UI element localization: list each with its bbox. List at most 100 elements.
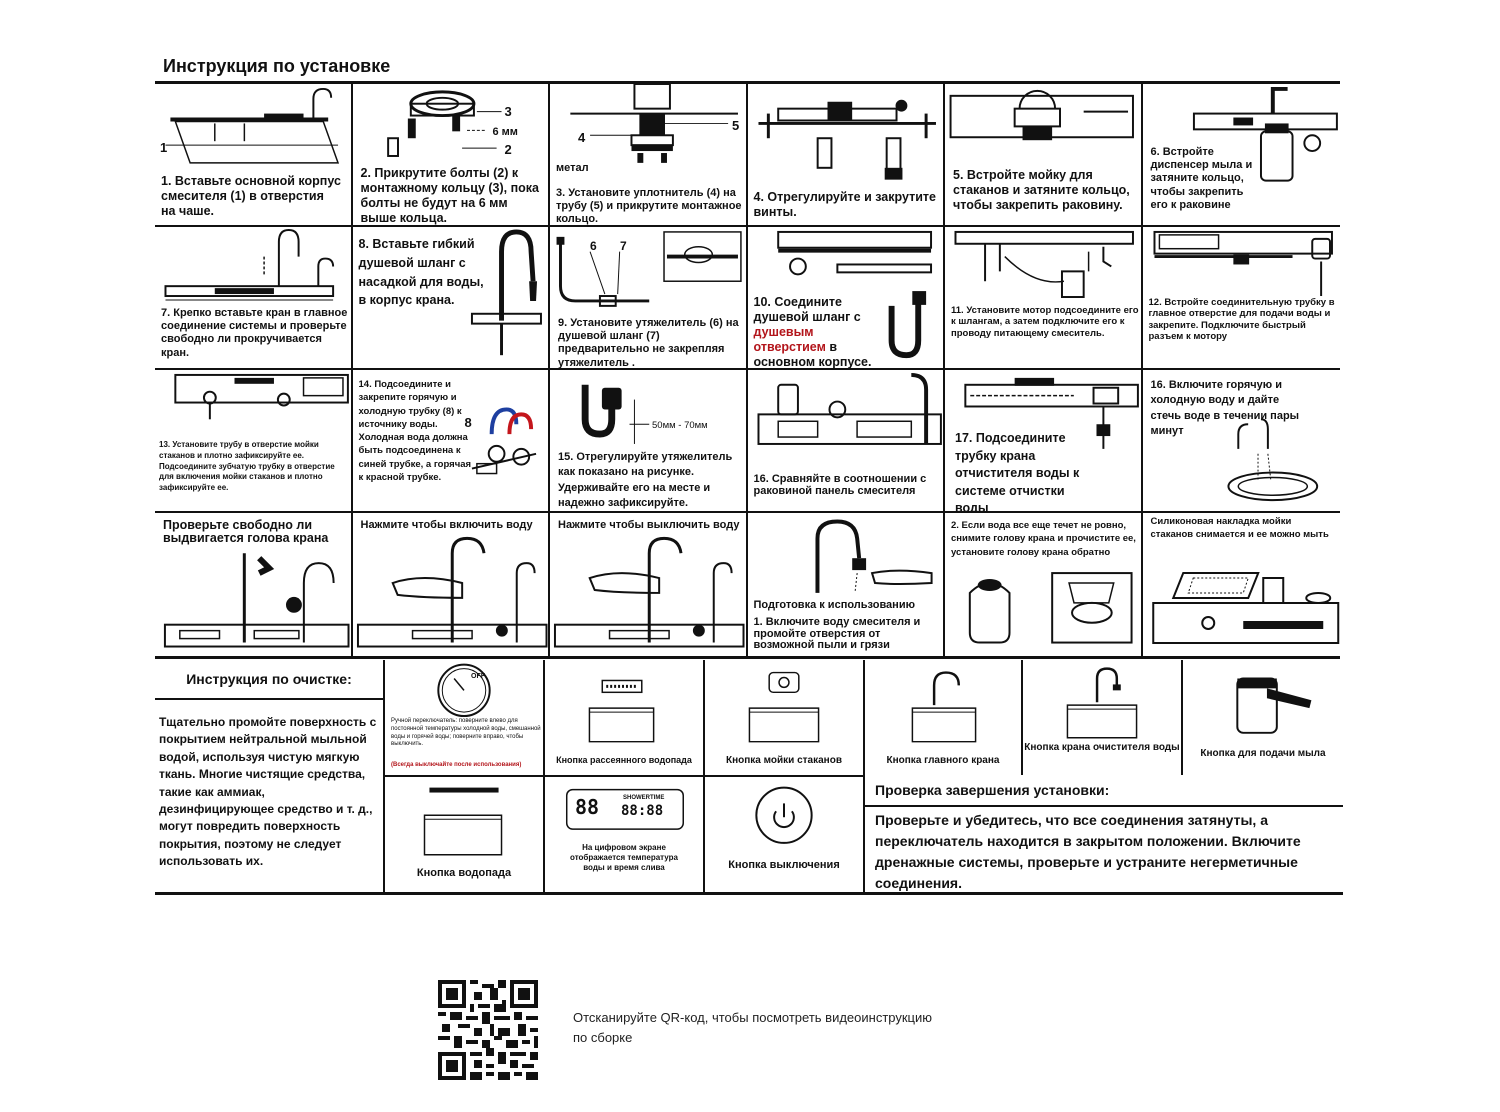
clean-head-illustration — [968, 572, 1133, 644]
cleaning-title: Инструкция по очистке: — [155, 660, 383, 700]
part-label-1: 1 — [160, 140, 168, 155]
step-12-text: 12. Встройте соединительную трубку в гла… — [1148, 297, 1335, 343]
step-12: 12. Встройте соединительную трубку в гла… — [1142, 227, 1340, 370]
connecting-tube-illustration — [1153, 230, 1333, 297]
step-7-text: 7. Крепко вставьте кран в главное соедин… — [161, 307, 348, 359]
soap-button-label: Кнопка для подачи мыла — [1200, 748, 1326, 759]
dimension-label: 50мм - 70мм — [652, 420, 708, 431]
step-10-text-red: душевым отверстием — [753, 325, 826, 354]
turn-off-water-text: Нажмите чтобы выключить воду — [558, 519, 740, 531]
display-digits: 88 — [575, 795, 600, 819]
step-10-text-b: в основном корпусе. — [753, 340, 872, 369]
part-label-5: 5 — [732, 118, 740, 133]
step-10-text: 10. Соедините душевой шланг с душевым от… — [753, 295, 884, 369]
check-head: Проверьте свободно ли выдвигается голова… — [155, 513, 353, 656]
qr-code[interactable] — [438, 980, 538, 1080]
off-button-label: Кнопка выключения — [728, 859, 840, 871]
panel-align-illustration — [757, 372, 942, 445]
turn-on-water: Нажмите чтобы включить воду — [353, 513, 550, 656]
weight-adjust-illustration — [581, 384, 650, 444]
soap-button-cell: Кнопка для подачи мыла — [1181, 660, 1343, 775]
screws-adjust-illustration — [757, 99, 936, 180]
prepare-use-text: 1. Включите воду смесителя и промойте от… — [753, 616, 921, 652]
step-8: 8. Вставьте гибкий душевой шланг с насад… — [352, 227, 550, 370]
part-label-6mm: 6 мм — [492, 126, 518, 138]
purifier-tap-button-cell: Кнопка крана очистителя воды — [1021, 660, 1181, 775]
weight-hose-illustration — [556, 231, 742, 307]
step-10-text-a: 10. Соедините душевой шланг с — [753, 295, 861, 324]
manual-switch-cell: OFF Ручной переключатель: поверните влев… — [383, 660, 543, 775]
part-label-8: 8 — [464, 415, 472, 430]
step-9: 6 7 9. Установите утяжелитель (6) на душ… — [550, 227, 748, 370]
hand-off-illustration — [553, 536, 745, 648]
water-run-illustration — [1226, 418, 1318, 502]
step-11-text: 11. Установите мотор подсоедините его к … — [951, 305, 1139, 339]
hot-cold-pipes-illustration — [471, 407, 536, 475]
qr-caption-line-1: Отсканируйте QR-код, чтобы посмотреть ви… — [573, 1010, 932, 1025]
qr-caption: Отсканируйте QR-код, чтобы посмотреть ви… — [573, 1008, 932, 1048]
final-check-text: Проверьте и убедитесь, что все соединени… — [875, 812, 1301, 891]
part-label-2: 2 — [504, 142, 512, 157]
waterfall-button-cell: Кнопка водопада — [383, 775, 543, 895]
step-14-text: 14. Подсоедините и закрепите горячую и х… — [358, 379, 472, 484]
soap-pump-icon — [1236, 677, 1312, 734]
step-1: 1 1. Вставьте основной корпус смесителя … — [155, 84, 353, 227]
step-18: 16. Включите горячую и холодную воду и д… — [1142, 370, 1340, 513]
prepare-use: Подготовка к использованию 1. Включите в… — [748, 513, 945, 656]
step-13: 13. Установите трубу в отверстие мойки с… — [155, 370, 353, 513]
qr-caption-line-2: по сборке — [573, 1030, 633, 1046]
step-14: 8 14. Подсоедините и закрепите горячую и… — [352, 370, 550, 513]
step-2: 3 6 мм 2 2. Прикрутите болты (2) к монта… — [352, 84, 550, 227]
faucet-insert-illustration — [164, 228, 335, 301]
step-1-text: 1. Вставьте основной корпус смесителя (1… — [161, 174, 341, 218]
step-5: 5. Встройте мойку для стаканов и затянит… — [945, 84, 1143, 227]
step-7: 7. Крепко вставьте кран в главное соедин… — [155, 227, 353, 370]
part-label-7: 7 — [620, 239, 627, 253]
switch-off-label: OFF — [471, 673, 485, 680]
soap-dispenser-illustration — [1192, 86, 1338, 182]
step-3-text: 3. Установите уплотнитель (4) на трубу (… — [556, 187, 742, 226]
display-digits-2: 88:88 — [621, 803, 664, 819]
step-6: 6. Встройте диспенсер мыла и затяните ко… — [1142, 84, 1340, 227]
silicone-cover-text: Силиконовая накладка мойки стаканов сним… — [1150, 516, 1329, 541]
step-8-text: 8. Вставьте гибкий душевой шланг с насад… — [358, 237, 484, 308]
display-text: На цифровом экране отображается температ… — [570, 843, 678, 872]
pull-out-head-illustration — [163, 553, 350, 648]
hand-on-illustration — [356, 536, 548, 648]
scatter-waterfall-icon — [588, 679, 655, 743]
prepare-use-title: Подготовка к использованию — [753, 599, 915, 611]
step-15: 50мм - 70мм 15. Отрегулируйте утяжелител… — [550, 370, 748, 513]
step-13-text: 13. Установите трубу в отверстие мойки с… — [159, 440, 335, 493]
check-head-text: Проверьте свободно ли выдвигается голова… — [163, 518, 329, 546]
step-4: 4. Отрегулируйте и закрутите винты. — [747, 84, 945, 227]
step-18-text: 16. Включите горячую и холодную воду и д… — [1150, 379, 1300, 438]
display-cell: 88 SHOWERTIME 88:88 На цифровом экране о… — [543, 775, 703, 895]
turn-off-water: Нажмите чтобы выключить воду — [550, 513, 748, 656]
main-tap-icon — [911, 671, 977, 743]
step-2-text: 2. Прикрутите болты (2) к монтажному кол… — [360, 166, 540, 225]
clean-head-text: 2. Если вода все еще течет не ровно, сни… — [951, 520, 1136, 558]
step-15-text: 15. Отрегулируйте утяжелитель как показа… — [558, 451, 733, 510]
step-10: 10. Соедините душевой шланг с душевым от… — [747, 227, 945, 370]
scatter-button-label: Кнопка рассеянного водопада — [556, 755, 692, 765]
silicone-cover: Силиконовая накладка мойки стаканов сним… — [1143, 513, 1341, 656]
part-label-6b: 6 — [590, 239, 597, 253]
motor-illustration — [954, 230, 1134, 298]
manual-switch-illustration — [437, 663, 491, 718]
step-11: 11. Установите мотор подсоедините его к … — [945, 227, 1143, 370]
step-5-text: 5. Встройте мойку для стаканов и затянит… — [953, 168, 1130, 212]
step-17-text: 17. Подсоедините трубку крана отчистител… — [955, 431, 1080, 513]
glass-rinser-illustration — [949, 89, 1134, 141]
waterfall-button-label: Кнопка водопада — [416, 867, 512, 879]
part-label-metal: метал — [556, 162, 589, 174]
waterfall-icon — [423, 787, 503, 856]
purifier-tap-button-label: Кнопка крана очистителя воды — [1024, 742, 1180, 753]
silicone-pad-illustration — [1151, 572, 1339, 644]
buttons-divider — [383, 775, 863, 777]
turn-on-water-text: Нажмите чтобы включить воду — [360, 519, 533, 531]
step-17: 17. Подсоедините трубку крана отчистител… — [945, 370, 1143, 513]
part-label-3: 3 — [504, 104, 512, 119]
part-label-4: 4 — [578, 130, 586, 145]
step-4-text: 4. Отрегулируйте и закрутите винты. — [753, 190, 936, 219]
digital-display-icon — [565, 788, 684, 830]
